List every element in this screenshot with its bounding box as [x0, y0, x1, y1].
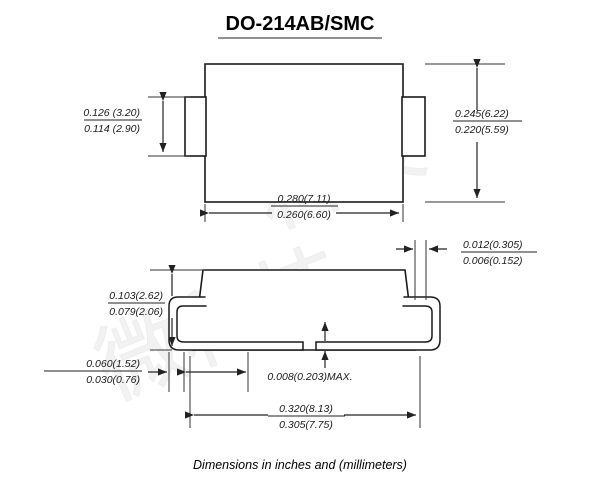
dimension-value-max: 0.245(6.22)	[455, 108, 509, 120]
dimension-value-min: 0.079(2.06)	[109, 306, 163, 318]
dimension-standoff: 0.008(0.203)MAX.	[267, 322, 353, 383]
dimension-value-min: 0.305(7.75)	[279, 419, 333, 431]
dimension-value-min: 0.260(6.60)	[277, 209, 331, 221]
dimension-top-right-height: 0.245(6.22) 0.220(5.59)	[425, 59, 522, 203]
top-view: 0.126 (3.20) 0.114 (2.90) 0.245(6.22) 0.…	[83, 59, 522, 222]
dimension-foot-length: 0.060(1.52) 0.030(0.76)	[44, 352, 249, 392]
dimension-value-standoff: 0.008(0.203)MAX.	[267, 371, 352, 383]
top-view-left-tab	[184, 96, 207, 157]
dimension-lead-thickness: 0.012(0.305) 0.006(0.152)	[396, 239, 537, 300]
dimension-overall-length: 0.320(8.13) 0.305(7.75)	[185, 356, 421, 431]
dimension-body-height: 0.103(2.62) 0.079(2.06)	[108, 265, 205, 351]
dimension-value-max: 0.012(0.305)	[463, 239, 523, 251]
top-view-body	[204, 63, 404, 203]
dimension-value-max: 0.103(2.62)	[109, 290, 163, 302]
dimension-value-min: 0.114 (2.90)	[84, 123, 140, 135]
dimension-value-max: 0.320(8.13)	[279, 403, 333, 415]
dimension-value-max: 0.126 (3.20)	[83, 107, 140, 119]
dimension-value-min: 0.220(5.59)	[455, 124, 509, 136]
page-title: DO-214AB/SMC	[226, 13, 375, 35]
dimension-value-min: 0.006(0.152)	[463, 255, 523, 267]
footer-note: Dimensions in inches and (millimeters)	[193, 458, 407, 472]
dimension-top-body-width: 0.280(7.11) 0.260(6.60)	[200, 193, 404, 222]
dimension-value-max: 0.280(7.11)	[278, 193, 331, 205]
side-view-left-lead-inner	[176, 305, 304, 343]
title-group: DO-214AB/SMC	[218, 13, 382, 39]
side-view-right-lead-inner	[315, 305, 433, 343]
dimension-value-max: 0.060(1.52)	[86, 358, 140, 370]
side-view: 0.012(0.305) 0.006(0.152) 0.103(2.62) 0.…	[44, 239, 537, 431]
dimension-top-left-width: 0.126 (3.20) 0.114 (2.90)	[83, 92, 190, 157]
top-view-right-tab	[401, 96, 426, 157]
dimension-value-min: 0.030(0.76)	[86, 374, 140, 386]
